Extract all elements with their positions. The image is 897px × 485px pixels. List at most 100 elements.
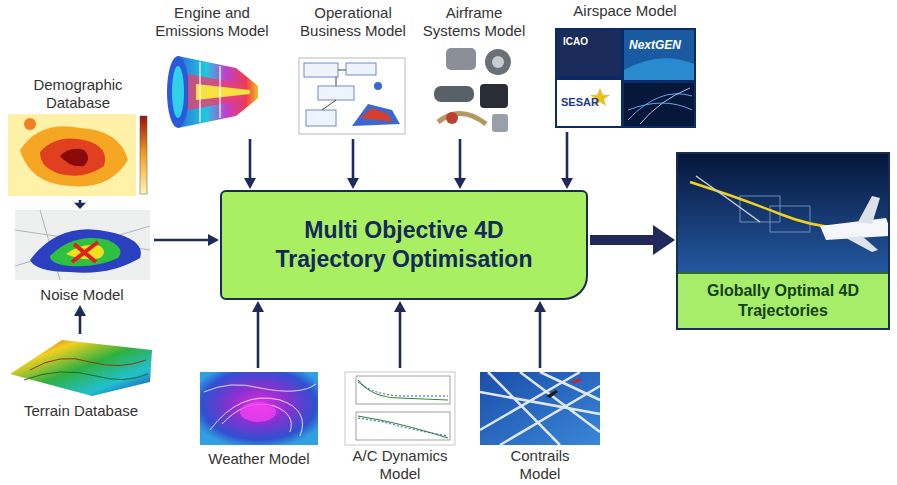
- flow-arrow: [74, 200, 86, 209]
- engine-illustration-part: [219, 66, 220, 118]
- terrain-illustration-part: [24, 372, 148, 380]
- flow-arrow: [244, 139, 256, 189]
- airspace-illustration-part: [624, 30, 694, 80]
- dynamics-plot-illustration-part: [358, 382, 448, 396]
- business-model-illustration-part: [299, 58, 405, 134]
- business-model-illustration-part: [322, 100, 336, 110]
- airspace-illustration: [555, 28, 696, 128]
- demographic-map-illustration-part: [8, 114, 136, 196]
- model-panel: Contrails Model: [478, 370, 602, 483]
- airspace-illustration-part: [557, 80, 621, 126]
- contrails-illustration-part: [572, 378, 582, 384]
- engine-illustration-part: [178, 56, 258, 128]
- model-caption: Noise Model: [12, 286, 152, 304]
- logo-text: ICAO: [563, 36, 588, 47]
- arrow-shaft: [352, 139, 355, 179]
- arrow-head: [74, 203, 86, 209]
- demographic-map-illustration-part: [24, 118, 36, 130]
- arrow-head: [252, 301, 264, 312]
- optimal-trajectory-illustration-part: [820, 218, 889, 240]
- weather-illustration: [200, 372, 318, 445]
- process-title: Multi Objective 4D Trajectory Optimisati…: [250, 216, 558, 274]
- dynamics-plot-illustration: [345, 372, 455, 445]
- model-panel: Noise Model: [12, 210, 152, 304]
- airframe-illustration-part: [492, 56, 504, 68]
- optimal-trajectory-illustration-part: [677, 153, 889, 272]
- engine-illustration-part: [172, 66, 184, 118]
- model-panel: A/C Dynamics Model: [340, 370, 460, 483]
- airframe-illustration-part: [485, 49, 511, 75]
- model-caption: Airframe Systems Model: [420, 4, 528, 40]
- contrails-illustration-part: [480, 372, 600, 445]
- arrow-head: [347, 178, 359, 189]
- arrow-head: [454, 178, 466, 189]
- dynamics-plot-illustration-part: [358, 380, 448, 400]
- airspace-illustration-part: [555, 28, 696, 128]
- model-panel: Airspace Model: [553, 2, 697, 130]
- demographic-map-illustration-part: [60, 149, 88, 166]
- weather-illustration-part: [204, 384, 316, 392]
- terrain-illustration-part: [10, 340, 152, 396]
- airspace-illustration-part: [557, 30, 621, 76]
- flow-arrow: [561, 132, 573, 189]
- weather-illustration-part: [210, 398, 303, 436]
- contrails-illustration-part: [546, 390, 558, 398]
- dynamics-plot-illustration-part: [358, 418, 448, 436]
- dynamics-plot-illustration-part: [356, 412, 450, 440]
- arrow-shaft: [154, 239, 209, 242]
- airspace-illustration-part: [640, 88, 690, 124]
- process-box: Multi Objective 4D Trajectory Optimisati…: [220, 190, 588, 300]
- airframe-illustration-part: [446, 48, 476, 70]
- model-caption: Contrails Model: [495, 447, 585, 483]
- airspace-illustration-part: [624, 83, 694, 126]
- engine-illustration-part: [199, 62, 200, 122]
- noise-map-illustration-part: [15, 210, 150, 280]
- model-caption: Operational Business Model: [296, 4, 410, 40]
- arrow-shaft: [257, 311, 260, 368]
- optimal-trajectory-illustration-part: [846, 236, 878, 252]
- arrow-shaft: [399, 311, 402, 368]
- flow-arrow: [74, 305, 86, 334]
- optimal-trajectory-illustration: [677, 153, 889, 272]
- airframe-illustration-part: [434, 86, 474, 102]
- dynamics-plot-illustration-part: [356, 376, 450, 404]
- arrow-head: [244, 178, 256, 189]
- terrain-illustration: [10, 340, 152, 396]
- contrails-illustration: [480, 372, 600, 445]
- optimal-trajectory-illustration-part: [858, 196, 880, 224]
- arrow-shaft: [590, 235, 654, 245]
- weather-illustration-part: [200, 372, 318, 445]
- business-model-illustration-part: [318, 86, 354, 100]
- business-model-illustration-part: [346, 63, 376, 75]
- business-model-illustration-part: [336, 77, 337, 86]
- model-caption: Airspace Model: [553, 2, 697, 20]
- business-model-illustration-part: [374, 82, 382, 90]
- airframe-illustration-part: [438, 113, 486, 124]
- noise-map-illustration-part: [50, 238, 120, 266]
- noise-map-illustration-part: [30, 229, 141, 272]
- model-panel: Operational Business Model: [296, 4, 410, 137]
- airspace-illustration-part: [624, 58, 694, 80]
- arrow-head: [653, 225, 675, 255]
- business-model-illustration-part: [360, 108, 392, 122]
- arrow-shaft: [539, 311, 542, 368]
- flow-arrow: [154, 234, 219, 246]
- arrow-shaft: [249, 139, 252, 179]
- model-panel: Weather Model: [198, 370, 320, 468]
- arrow-head: [394, 301, 406, 312]
- optimal-trajectory-illustration-part: [690, 182, 840, 228]
- arrow-head: [208, 234, 219, 246]
- arrow-shaft: [566, 132, 569, 179]
- flow-arrow: [252, 301, 264, 368]
- airframe-illustration-part: [446, 112, 458, 124]
- airspace-illustration-part: [628, 94, 692, 120]
- optimal-trajectory-illustration-part: [696, 176, 760, 222]
- model-caption: Demographic Database: [6, 76, 150, 112]
- flow-arrow: [347, 139, 359, 189]
- business-model-illustration-part: [304, 63, 338, 77]
- business-model-illustration: [299, 58, 405, 134]
- logo-text: NextGEN: [629, 38, 681, 52]
- arrow-shaft: [459, 139, 462, 179]
- business-model-illustration-part: [306, 110, 336, 126]
